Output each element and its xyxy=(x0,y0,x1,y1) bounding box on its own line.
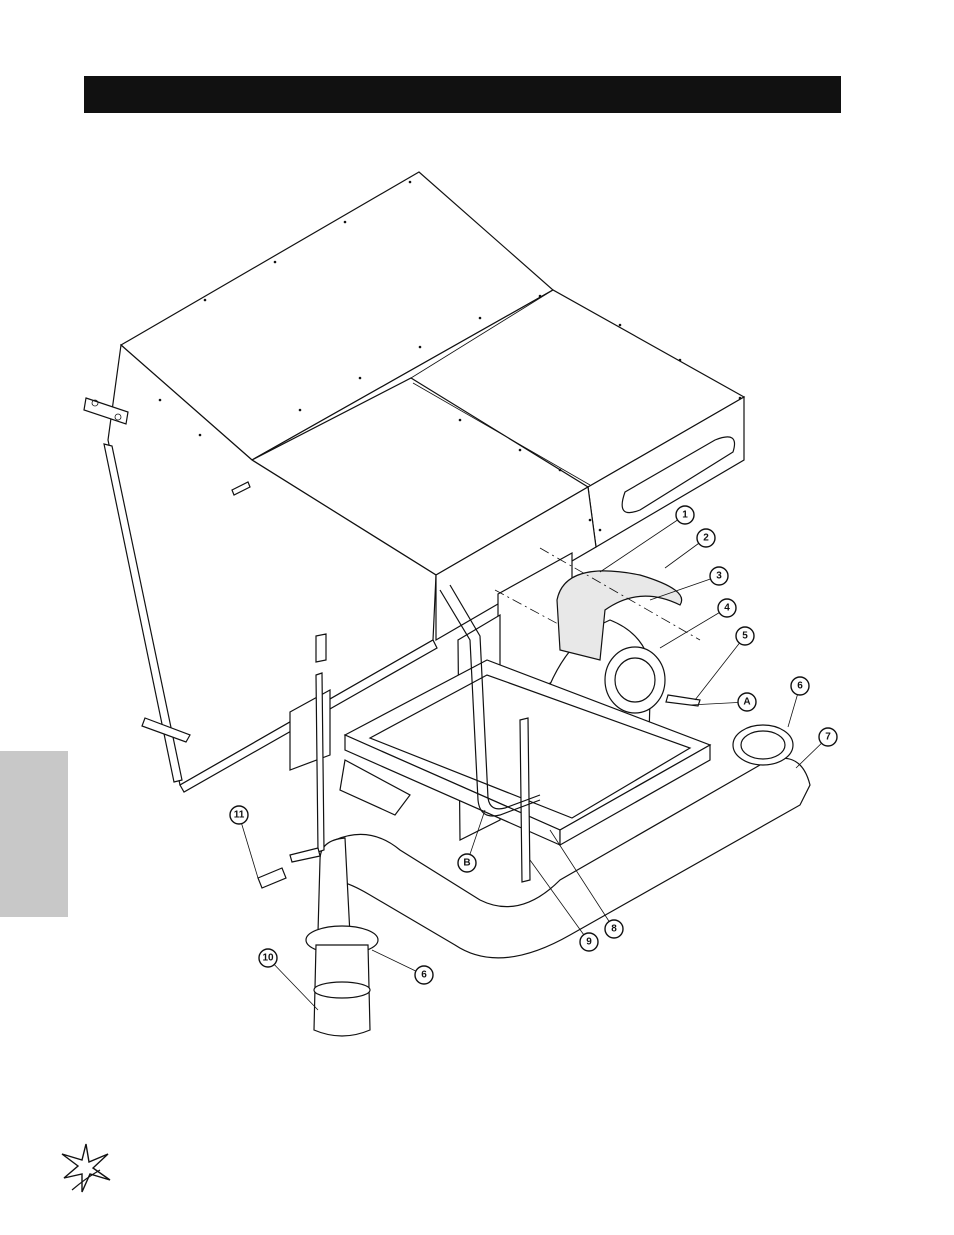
svg-text:11: 11 xyxy=(234,810,245,821)
callout-5: 5 xyxy=(736,627,754,645)
callout-4: 4 xyxy=(718,599,736,617)
svg-text:10: 10 xyxy=(262,953,274,964)
svg-text:8: 8 xyxy=(611,924,617,935)
svg-text:A: A xyxy=(743,697,750,708)
callout-6-right: 6 xyxy=(791,677,809,695)
svg-text:3: 3 xyxy=(716,571,722,582)
svg-text:4: 4 xyxy=(724,603,730,614)
svg-text:5: 5 xyxy=(742,631,748,642)
callout-6-left: 6 xyxy=(415,966,433,984)
pipe-down xyxy=(318,838,350,937)
vertical-rod xyxy=(316,673,324,852)
callout-2: 2 xyxy=(697,529,715,547)
svg-text:B: B xyxy=(463,858,470,869)
threaded-rod-top xyxy=(316,634,326,662)
threaded-rod-11 xyxy=(258,868,286,888)
rod-connector xyxy=(290,848,320,862)
svg-text:6: 6 xyxy=(797,681,803,692)
svg-text:2: 2 xyxy=(703,533,709,544)
callout-7: 7 xyxy=(819,728,837,746)
svg-text:6: 6 xyxy=(421,970,427,981)
svg-text:1: 1 xyxy=(682,510,688,521)
callout-3: 3 xyxy=(710,567,728,585)
callout-A: A xyxy=(738,693,756,711)
callout-B: B xyxy=(458,854,476,872)
star-burst-logo-icon xyxy=(58,1140,114,1196)
callout-1: 1 xyxy=(676,506,694,524)
svg-text:7: 7 xyxy=(825,732,831,743)
callout-11: 11 xyxy=(230,806,248,824)
svg-text:9: 9 xyxy=(586,937,592,948)
callout-9: 9 xyxy=(580,933,598,951)
callout-8: 8 xyxy=(605,920,623,938)
callout-10: 10 xyxy=(259,949,277,967)
